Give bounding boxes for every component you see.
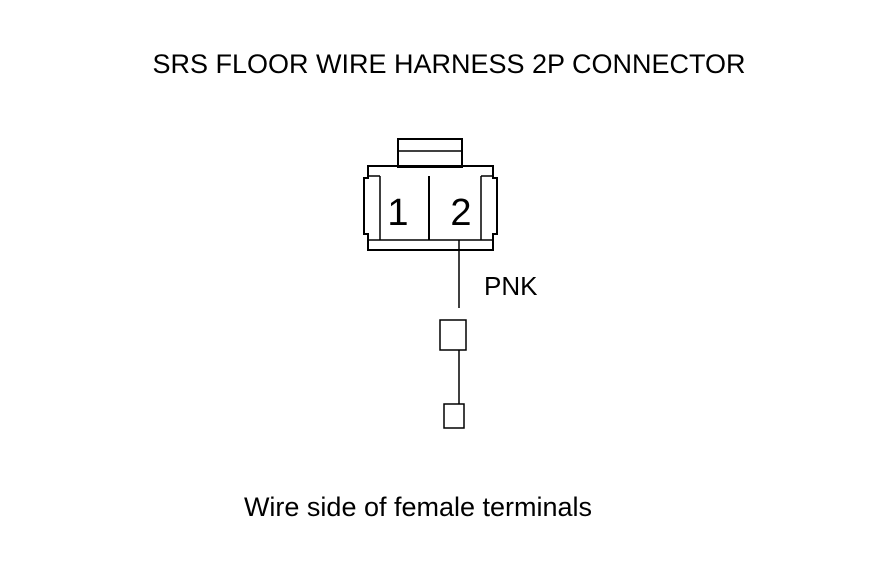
pin-2-label: 2 <box>450 192 471 234</box>
wire-color-label: PNK <box>484 271 538 301</box>
connector-lock-tab <box>397 138 463 168</box>
diagram-title: SRS FLOOR WIRE HARNESS 2P CONNECTOR <box>152 49 745 79</box>
test-terminal-lower <box>443 403 465 429</box>
diagram-caption: Wire side of female terminals <box>244 492 592 522</box>
connector-outline <box>363 165 498 251</box>
connector-housing <box>363 138 498 251</box>
test-terminal-upper <box>439 319 467 351</box>
pin-1-label: 1 <box>387 192 408 234</box>
